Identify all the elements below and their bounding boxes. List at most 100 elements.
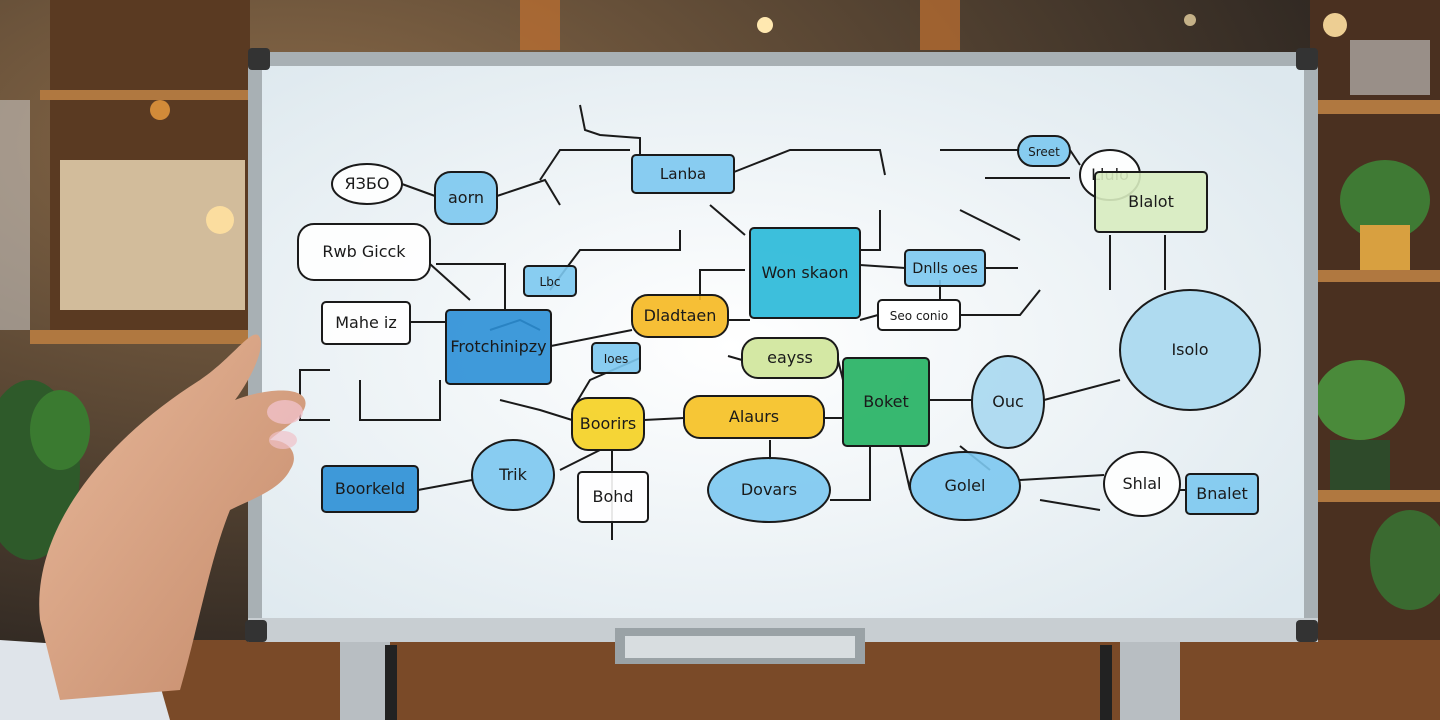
flowchart-node: Frotchinipzy <box>445 309 552 385</box>
node-label: Ioes <box>604 352 629 366</box>
hand <box>0 334 306 720</box>
flowchart-node: Bohd <box>577 471 649 523</box>
connector-line <box>1039 499 1101 511</box>
node-shape <box>683 395 825 439</box>
node-label: Dnlls oes <box>912 261 977 277</box>
node-label: Alaurs <box>729 407 779 426</box>
node-shape <box>631 154 735 194</box>
connector-line <box>899 445 911 491</box>
connector-line <box>401 183 436 197</box>
flowchart-node: Won skaon <box>749 227 861 319</box>
node-shape <box>749 227 861 319</box>
connector-line <box>733 149 886 176</box>
node-shape <box>631 294 729 338</box>
connector-line <box>859 314 879 321</box>
left-shelf <box>0 0 260 344</box>
flowchart-node: Sreet <box>1017 135 1071 167</box>
connector-line <box>496 178 561 206</box>
flowchart-node: Seo conio <box>877 299 961 331</box>
node-label: Mahe iz <box>335 313 397 332</box>
connector-line <box>859 264 906 269</box>
connector-line <box>436 263 506 310</box>
flowchart-node: Golel <box>909 451 1021 521</box>
connector-line <box>417 479 473 491</box>
node-shape <box>904 249 986 287</box>
left-plant <box>0 380 90 560</box>
node-shape <box>471 439 555 511</box>
flowchart-node: aorn <box>434 171 498 225</box>
node-shape <box>331 163 403 205</box>
connector-line <box>960 289 1041 316</box>
flowchart-node: Boorkeld <box>321 465 419 513</box>
flowchart-node: Trik <box>471 439 555 511</box>
node-shape <box>1103 451 1181 517</box>
connector-line <box>1069 149 1081 166</box>
node-label: Dladtaen <box>644 306 717 325</box>
node-shape <box>1185 473 1259 515</box>
node-label: Lanba <box>660 165 706 183</box>
node-shape <box>842 357 930 447</box>
flowchart-node: Dladtaen <box>631 294 729 338</box>
node-label: eayss <box>767 348 813 367</box>
flowchart-node: Dnlls oes <box>904 249 986 287</box>
node-shape <box>1017 135 1071 167</box>
flowchart-node: Lanba <box>631 154 735 194</box>
connector-line <box>1019 474 1105 481</box>
node-label: Blalot <box>1128 192 1174 211</box>
node-label: Bohd <box>592 487 633 506</box>
node-shape <box>321 301 411 345</box>
connector-line <box>429 263 471 301</box>
node-label: aorn <box>448 188 484 207</box>
node-shape <box>1119 289 1261 411</box>
node-shape <box>571 397 645 451</box>
node-shape <box>523 265 577 297</box>
flowchart-node: Rwb Gicck <box>297 223 431 281</box>
node-label: Rwb Gicck <box>322 242 406 261</box>
node-label: Dovars <box>741 480 797 499</box>
flowchart-node: Shlal <box>1103 451 1181 517</box>
connector-line <box>830 446 871 501</box>
connector-line <box>727 355 743 361</box>
connector-line <box>860 210 881 251</box>
node-label: Lbc <box>540 275 561 289</box>
bokeh-lights <box>520 0 1196 50</box>
flowchart-node: Boket <box>842 357 930 447</box>
connector-line <box>959 209 1021 241</box>
connector-line <box>499 399 573 421</box>
connector-line <box>359 380 441 421</box>
flowchart-node: Bnalet <box>1185 473 1259 515</box>
node-label: ЯЗБО <box>345 174 390 193</box>
flowchart-node: ЯЗБО <box>331 163 403 205</box>
flowchart-node: Blalot <box>1094 171 1208 233</box>
node-shape <box>297 223 431 281</box>
node-shape <box>577 471 649 523</box>
node-shape <box>741 337 839 379</box>
node-label: Golel <box>945 476 986 495</box>
flowchart-node: Ioes <box>591 342 641 374</box>
node-shape <box>877 299 961 331</box>
node-shape <box>434 171 498 225</box>
node-shape <box>445 309 552 385</box>
connector-line <box>579 104 641 155</box>
node-shape <box>321 465 419 513</box>
node-shape <box>591 342 641 374</box>
node-label: Seo conio <box>890 309 948 323</box>
node-label: Trik <box>498 465 527 484</box>
flowchart-node: Alaurs <box>683 395 825 439</box>
easel <box>340 640 1180 720</box>
connector-line <box>559 449 601 471</box>
node-shape <box>1094 171 1208 233</box>
node-label: Bnalet <box>1196 484 1247 503</box>
flowchart-node: Mahe iz <box>321 301 411 345</box>
node-label: Sreet <box>1028 145 1060 159</box>
node-shape <box>971 355 1045 449</box>
flowchart-node: Boorirs <box>571 397 645 451</box>
connector-line <box>550 329 633 347</box>
node-shape <box>909 451 1021 521</box>
flowchart-node: Isolo <box>1119 289 1261 411</box>
flowchart-node: Dovars <box>707 457 831 523</box>
node-label: Boorkeld <box>335 479 405 498</box>
node-label: Ouc <box>992 392 1024 411</box>
